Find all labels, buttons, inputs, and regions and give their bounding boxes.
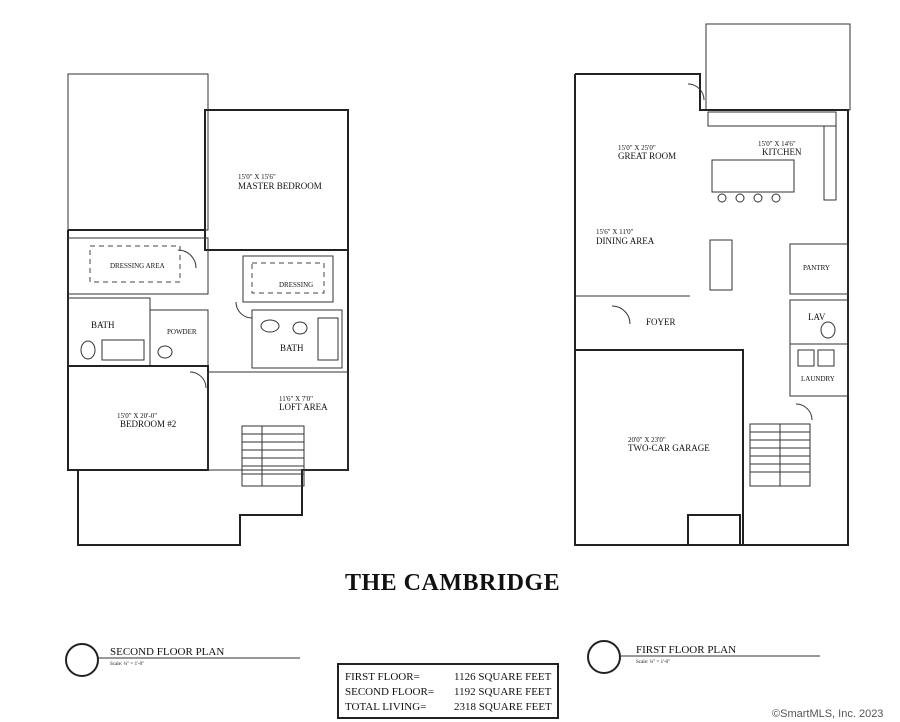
second-floor-plan <box>67 73 349 546</box>
stool <box>717 193 727 203</box>
bath-right-sink <box>292 321 308 335</box>
lav-label: LAV <box>808 312 826 322</box>
stool <box>771 193 781 203</box>
bath-right-tub <box>317 317 339 361</box>
first-floor-outer-wall <box>574 73 849 546</box>
dining-area-dims: 15'6" X 11'0" <box>596 228 634 236</box>
area-value-second: 1192 SQUARE FEET <box>454 686 552 698</box>
kitchen-counter-side <box>823 125 837 201</box>
dressing-shelf <box>251 262 325 294</box>
kitchen-label: KITCHEN <box>762 147 802 157</box>
first-floor-plan <box>574 23 851 546</box>
plan-marker-circle <box>587 640 621 674</box>
pantry-label: PANTRY <box>803 264 830 272</box>
master-bedroom-dims: 15'0" X 15'6" <box>238 173 276 181</box>
kitchen-counter-top <box>707 111 837 127</box>
plan-title: THE CAMBRIDGE <box>345 570 560 596</box>
dressing-label: DRESSING <box>279 281 313 289</box>
first-floor-plan-label: FIRST FLOOR PLAN <box>636 644 736 656</box>
loft-area-dims: 11'6" X 7'0" <box>279 395 313 403</box>
great-room-dims: 15'0" X 25'0" <box>618 144 656 152</box>
second-floor-legend: SECOND FLOOR PLAN Scale: ¼" = 1'-0" <box>65 643 300 677</box>
master-bedroom-walls <box>204 109 349 251</box>
first-floor-scale: Scale: ¼" = 1'-0" <box>636 660 670 665</box>
laundry-walls <box>789 343 849 397</box>
bath-right-toilet <box>260 319 280 333</box>
garage-walls <box>574 349 744 546</box>
bedroom2-label: BEDROOM #2 <box>120 419 176 429</box>
watermark: ©SmartMLS, Inc. 2023 <box>772 708 883 720</box>
master-bedroom-label: MASTER BEDROOM <box>238 181 322 191</box>
door-swing <box>611 305 631 325</box>
kitchen-dims: 15'0" X 14'6" <box>758 140 796 148</box>
door-swing <box>235 301 253 319</box>
plan-marker-circle <box>65 643 99 677</box>
fireplace <box>709 239 733 291</box>
loft-area-walls <box>207 371 349 471</box>
bath-left-toilet <box>80 340 96 360</box>
great-room-label: GREAT ROOM <box>618 151 676 161</box>
washer <box>797 349 815 367</box>
door-swing <box>795 403 813 421</box>
area-label-first: FIRST FLOOR= <box>345 671 420 683</box>
area-label-total: TOTAL LIVING= <box>345 701 426 713</box>
stool <box>735 193 745 203</box>
roof-area <box>67 73 209 231</box>
dressing-area-walls <box>67 237 209 295</box>
bath-left-tub <box>101 339 145 361</box>
dryer <box>817 349 835 367</box>
area-label-second: SECOND FLOOR= <box>345 686 434 698</box>
dressing-walls <box>242 255 334 303</box>
kitchen-island <box>711 159 795 193</box>
door-swing <box>189 371 207 389</box>
bath-left-label: BATH <box>91 320 115 330</box>
pantry-walls <box>789 243 849 295</box>
square-footage-border <box>337 663 559 719</box>
second-floor-scale: Scale: ¼" = 1'-0" <box>110 662 144 667</box>
bath-right-label: BATH <box>280 343 304 353</box>
door-swing <box>687 83 705 101</box>
powder-walls <box>149 309 209 367</box>
bedroom2-dims: 15'0" X 20'-0" <box>117 412 157 420</box>
garage-dims: 20'0" X 23'0" <box>628 436 666 444</box>
dining-area-label: DINING AREA <box>596 236 655 246</box>
stool <box>753 193 763 203</box>
loft-area-label: LOFT AREA <box>279 402 328 412</box>
area-value-total: 2318 SQUARE FEET <box>454 701 552 713</box>
laundry-label: LAUNDRY <box>801 375 835 383</box>
bath-right-walls <box>251 309 343 369</box>
powder-sink <box>157 345 173 359</box>
garage-label: TWO-CAR GARAGE <box>628 443 710 453</box>
door-swing <box>177 249 197 269</box>
deck-area <box>705 23 851 111</box>
dressing-area-label: DRESSING AREA <box>110 262 165 270</box>
area-value-first: 1126 SQUARE FEET <box>454 671 552 683</box>
square-footage-box: FIRST FLOOR= 1126 SQUARE FEET SECOND FLO… <box>337 663 559 719</box>
bath-left-walls <box>67 297 151 367</box>
dressing-area-shelf <box>89 245 181 283</box>
lav-walls <box>789 299 849 345</box>
first-floor-legend: FIRST FLOOR PLAN Scale: ¼" = 1'-0" <box>587 640 820 674</box>
foyer-label: FOYER <box>646 317 676 327</box>
second-floor-plan-label: SECOND FLOOR PLAN <box>110 646 224 658</box>
lav-toilet <box>820 321 836 339</box>
powder-label: POWDER <box>167 328 197 336</box>
second-floor-stairs <box>241 425 305 487</box>
first-floor-stairs <box>749 423 811 487</box>
